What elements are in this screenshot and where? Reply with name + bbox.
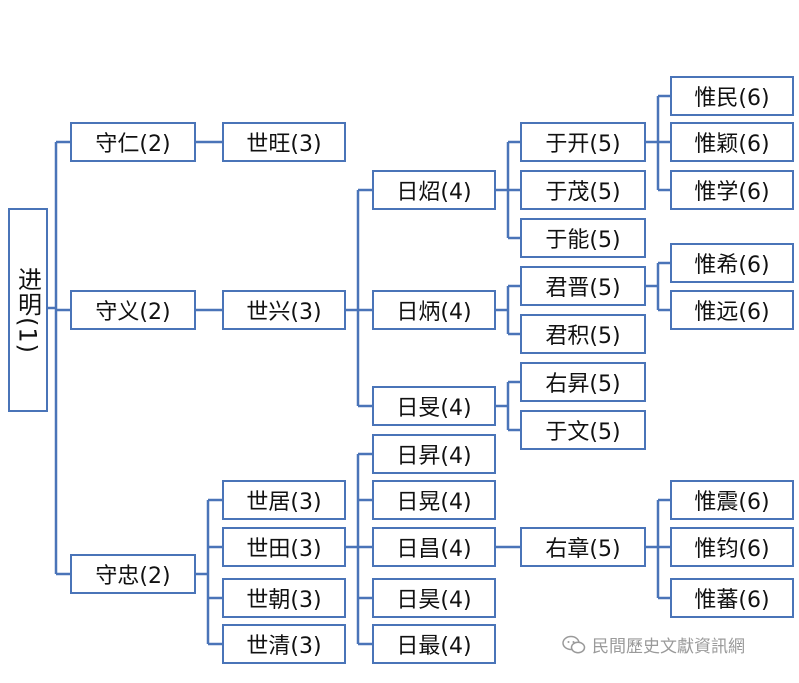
- node-shiju: 世居(3): [222, 480, 346, 520]
- node-shixing: 世兴(3): [222, 290, 346, 330]
- node-risheng: 日昇(4): [372, 434, 496, 474]
- node-ribing: 日炳(4): [372, 290, 496, 330]
- node-rimin: 日旻(4): [372, 386, 496, 426]
- node-yumao: 于茂(5): [520, 170, 646, 210]
- node-junji: 君积(5): [520, 314, 646, 354]
- node-shiwang: 世旺(3): [222, 122, 346, 162]
- node-rizui: 日最(4): [372, 624, 496, 664]
- node-richang: 日昌(4): [372, 527, 496, 567]
- node-rihuang: 日晃(4): [372, 480, 496, 520]
- node-yukai: 于开(5): [520, 122, 646, 162]
- node-shichao: 世朝(3): [222, 578, 346, 618]
- node-rizhao: 日炤(4): [372, 170, 496, 210]
- node-youzhang: 右章(5): [520, 527, 646, 567]
- node-shitian: 世田(3): [222, 527, 346, 567]
- node-jinming: 进明(1): [8, 208, 48, 412]
- node-weixi: 惟希(6): [670, 243, 794, 283]
- node-weijun: 惟钧(6): [670, 527, 794, 567]
- node-shiqing: 世清(3): [222, 624, 346, 664]
- node-weiying: 惟颖(6): [670, 122, 794, 162]
- node-weixue: 惟学(6): [670, 170, 794, 210]
- wechat-icon: [562, 635, 586, 653]
- node-shouren: 守仁(2): [70, 122, 196, 162]
- node-yousheng: 右昇(5): [520, 362, 646, 402]
- node-junjin: 君晋(5): [520, 266, 646, 306]
- node-yuneng: 于能(5): [520, 218, 646, 258]
- node-weifan: 惟蕃(6): [670, 578, 794, 618]
- node-shouyi: 守义(2): [70, 290, 196, 330]
- node-rihao: 日昊(4): [372, 578, 496, 618]
- node-shouzhong: 守忠(2): [70, 554, 196, 594]
- node-weiyuan: 惟远(6): [670, 290, 794, 330]
- node-yuwen: 于文(5): [520, 410, 646, 450]
- node-weizhen: 惟震(6): [670, 480, 794, 520]
- node-weimin: 惟民(6): [670, 76, 794, 116]
- watermark: 民間歷史文獻資訊網: [562, 632, 745, 657]
- watermark-text: 民間歷史文獻資訊網: [592, 637, 745, 657]
